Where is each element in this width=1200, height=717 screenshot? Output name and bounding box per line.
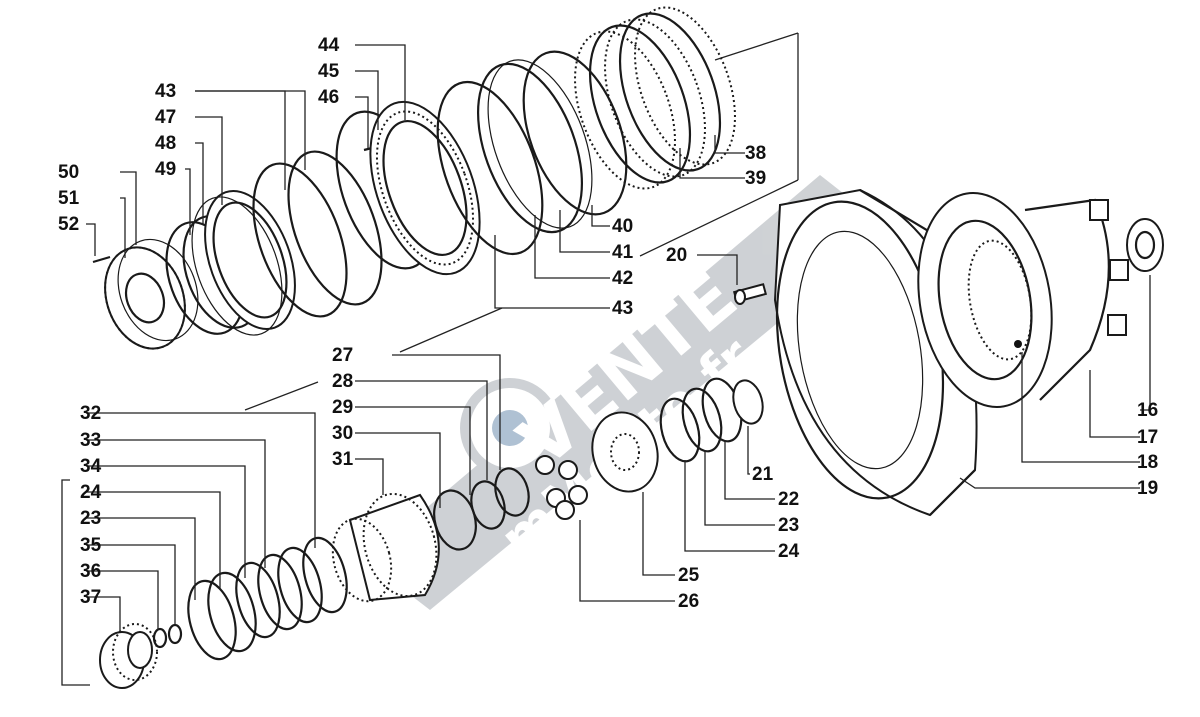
label-42: 42 [612,268,633,289]
label-46: 46 [318,87,339,108]
label-29: 29 [332,397,353,418]
ring-23-right-icon [681,387,723,453]
label-23-left: 23 [80,508,101,529]
label-40: 40 [612,216,633,237]
friction-discs-38-39-icon [574,6,736,190]
label-18: 18 [1137,452,1158,473]
label-24-right: 24 [778,541,800,562]
label-16: 16 [1137,400,1158,421]
ring-24-right-icon [659,397,701,463]
label-33: 33 [80,430,101,451]
ring-33-icon [257,553,303,631]
ring-32b-icon [302,536,348,614]
label-17: 17 [1137,427,1158,448]
label-52: 52 [58,214,79,235]
washer-16-icon [1126,218,1164,272]
label-31: 31 [332,449,354,470]
label-28: 28 [332,371,353,392]
screw-20-icon [732,283,768,305]
ring-gear-31-icon [331,492,440,603]
ring-23-left-icon [187,579,237,661]
o-ring-43a-icon [252,162,348,318]
ring-34-icon [235,561,281,639]
planet-carrier-26-icon [535,455,588,520]
label-22: 22 [778,489,799,510]
pin-52-icon [92,255,111,264]
label-25: 25 [678,565,700,586]
label-21: 21 [752,464,774,485]
ring-32-icon [277,546,323,624]
label-50: 50 [58,162,79,183]
label-51: 51 [58,188,80,209]
ring-24-left-icon [207,571,257,653]
label-20: 20 [666,245,687,266]
toothed-disc-51-icon [104,238,199,350]
leader-lines [61,32,1151,686]
ring-28-icon [494,467,530,517]
label-39: 39 [745,168,766,189]
ring-40-icon [522,50,628,216]
piston-47-icon [191,189,296,336]
label-23-right: 23 [778,515,799,536]
gear-18-icon [967,239,1033,361]
label-44: 44 [318,35,340,56]
label-47: 47 [155,107,176,128]
ring-29-icon [470,480,506,530]
label-24-left: 24 [80,482,102,503]
label-43-mid: 43 [612,298,633,319]
label-35: 35 [80,535,102,556]
circlip-35-icon [167,623,183,645]
ring-41b-icon [487,59,593,229]
label-26: 26 [678,591,699,612]
label-36: 36 [80,561,101,582]
label-27: 27 [332,345,353,366]
label-38: 38 [745,143,766,164]
label-32: 32 [80,403,101,424]
seal-21-icon [732,379,764,425]
label-30: 30 [332,423,353,444]
part-labels: 44 45 46 43 47 48 49 50 51 52 38 39 40 4… [58,35,1158,612]
label-48: 48 [155,133,176,154]
motor-17-icon [917,192,1129,408]
label-41: 41 [612,242,634,263]
upper-assembly [92,6,736,350]
label-45: 45 [318,61,340,82]
o-ring-43b-icon [287,150,383,306]
label-37: 37 [80,587,101,608]
label-34: 34 [80,456,102,477]
carrier-25-icon [591,411,659,493]
washer-36-icon [152,627,168,649]
pinion-37-icon [99,623,158,689]
toothed-ring-44-icon [369,100,481,276]
label-49: 49 [155,159,176,180]
label-43-top: 43 [155,81,176,102]
o-ring-42-icon [436,80,544,256]
label-19: 19 [1137,478,1158,499]
